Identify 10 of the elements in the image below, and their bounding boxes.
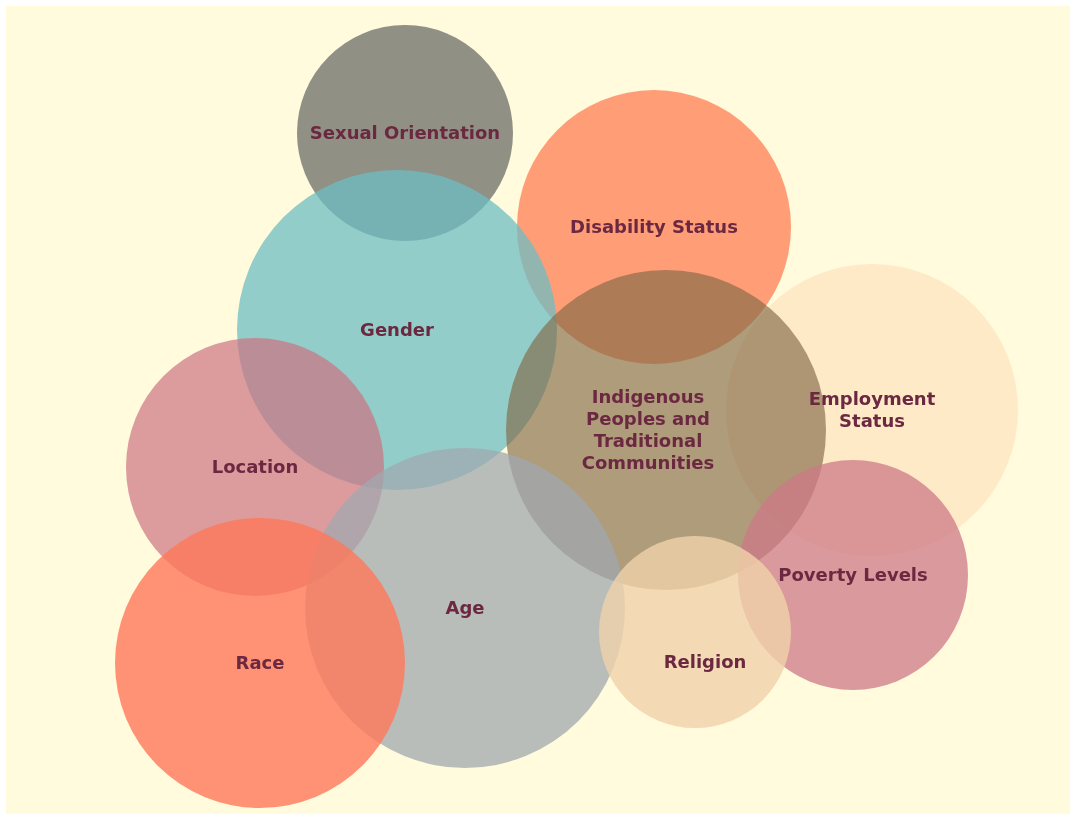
circle-label: Race (235, 652, 285, 674)
circle-label: Indigenous Peoples and Traditional Communities (580, 386, 716, 474)
circle-label: Location (211, 456, 299, 478)
circle-label: Gender (360, 319, 434, 341)
circle-label: Disability Status (570, 216, 738, 238)
circle-label: Employment Status (807, 388, 937, 432)
circle-label: Poverty Levels (778, 564, 928, 586)
circle-label: Sexual Orientation (309, 122, 501, 144)
circle-label: Age (445, 597, 485, 619)
circle-label: Religion (663, 651, 747, 673)
